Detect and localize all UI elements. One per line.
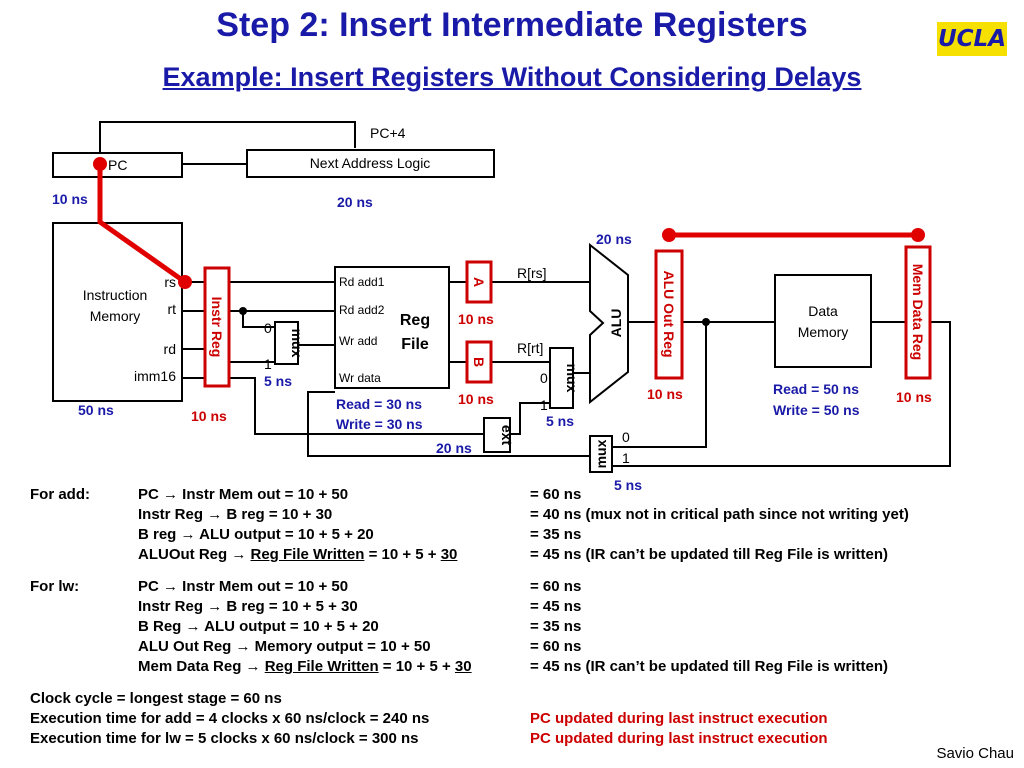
lw-line-5: Mem Data Reg → Reg File Written = 10 + 5… [138, 658, 472, 675]
delay-alu: 20 ns [596, 231, 632, 247]
lw-line-1: PC → Instr Mem out = 10 + 50 [138, 578, 349, 595]
reg-a-label: A [471, 277, 487, 287]
lw-result-1: = 60 ns [530, 578, 582, 595]
delay-dm-read: Read = 50 ns [773, 381, 859, 397]
lw-result-4: = 60 ns [530, 638, 582, 655]
clock-cycle: Clock cycle = longest stage = 60 ns [30, 690, 282, 707]
delay-a: 10 ns [458, 311, 494, 327]
exec-time-add: Execution time for add = 4 clocks x 60 n… [30, 710, 430, 727]
add-result-2: = 40 ns (mux not in critical path since … [530, 506, 909, 523]
page-title: Step 2: Insert Intermediate Registers [216, 6, 808, 44]
next-address-logic: Next Address Logic [310, 155, 431, 171]
data-mem-label-2: Memory [798, 324, 849, 340]
lw-line-4: ALU Out Reg → Memory output = 10 + 50 [138, 638, 431, 655]
r-rs-label: R[rs] [517, 265, 547, 281]
lw-result-3: = 35 ns [530, 618, 582, 635]
instr-mem-label-2: Memory [90, 308, 141, 324]
add-label: For add: [30, 486, 90, 503]
lw-label: For lw: [30, 578, 80, 595]
mux1-label: mux [289, 329, 305, 358]
exec-time-lw: Execution time for lw = 5 clocks x 60 ns… [30, 730, 419, 747]
lw-result-5: = 45 ns (IR can’t be updated till Reg Fi… [530, 658, 888, 675]
lw-line-2: Instr Reg → B reg = 10 + 5 + 30 [138, 598, 358, 615]
pc-note-add: PC updated during last instruct executio… [530, 710, 828, 727]
reg-file-label-1: Reg [400, 312, 430, 329]
add-line-2: Instr Reg → B reg = 10 + 30 [138, 506, 333, 523]
delay-pc: 10 ns [52, 191, 88, 207]
mux2-label: mux [564, 364, 580, 393]
field-rd: rd [164, 341, 176, 357]
delay-mux2: 5 ns [546, 413, 574, 429]
ext-label: ext [499, 425, 515, 446]
rf-port-rd-add1: Rd add1 [339, 275, 385, 289]
field-rs: rs [164, 274, 176, 290]
ucla-logo: UCLA [937, 22, 1007, 56]
datapath-diagram: PC PC+4 Next Address Logic Instruction M… [52, 121, 951, 493]
author-credit: Savio Chau [936, 745, 1014, 762]
add-result-4: = 45 ns (IR can’t be updated till Reg Fi… [530, 546, 888, 563]
instr-mem-label-1: Instruction [83, 287, 148, 303]
mux3-in0: 0 [622, 429, 630, 445]
delay-mux1: 5 ns [264, 373, 292, 389]
delay-b: 10 ns [458, 391, 494, 407]
delay-next-addr: 20 ns [337, 194, 373, 210]
mux1-in0: 0 [264, 320, 272, 336]
add-result-1: = 60 ns [530, 486, 582, 503]
add-line-4: ALUOut Reg → Reg File Written = 10 + 5 +… [138, 546, 458, 563]
rf-port-wr-data: Wr data [339, 371, 381, 385]
mux1-in1: 1 [264, 356, 272, 372]
reg-file-label-2: File [401, 336, 429, 353]
delay-rf-read: Read = 30 ns [336, 396, 422, 412]
instr-reg-label: Instr Reg [209, 297, 225, 358]
mux3-label: mux [593, 439, 609, 468]
mux2-in0: 0 [540, 370, 548, 386]
delay-mux3: 5 ns [614, 477, 642, 493]
add-line-1: PC → Instr Mem out = 10 + 50 [138, 486, 349, 503]
add-line-3: B reg → ALU output = 10 + 5 + 20 [138, 526, 374, 543]
r-rt-label: R[rt] [517, 340, 543, 356]
alu-out-reg-label: ALU Out Reg [661, 270, 677, 357]
pc-label: PC [108, 157, 127, 173]
delay-mdr: 10 ns [896, 389, 932, 405]
lw-result-2: = 45 ns [530, 598, 582, 615]
field-rt: rt [167, 301, 176, 317]
delay-aluout: 10 ns [647, 386, 683, 402]
page-subtitle: Example: Insert Registers Without Consid… [162, 62, 862, 92]
delay-imem: 50 ns [78, 402, 114, 418]
data-mem-label-1: Data [808, 303, 838, 319]
delay-ext: 20 ns [436, 440, 472, 456]
mux3-in1: 1 [622, 450, 630, 466]
rf-port-wr-add: Wr add [339, 334, 377, 348]
delay-rf-write: Write = 30 ns [336, 416, 423, 432]
mux2-in1: 1 [540, 397, 548, 413]
delay-ir: 10 ns [191, 408, 227, 424]
rf-port-rd-add2: Rd add2 [339, 303, 385, 317]
delay-dm-write: Write = 50 ns [773, 402, 860, 418]
lw-line-3: B Reg → ALU output = 10 + 5 + 20 [138, 618, 379, 635]
pc-note-lw: PC updated during last instruct executio… [530, 730, 828, 747]
field-imm16: imm16 [134, 368, 176, 384]
add-result-3: = 35 ns [530, 526, 582, 543]
reg-b-label: B [471, 357, 487, 367]
mem-data-reg-label: Mem Data Reg [910, 264, 926, 360]
pc-plus4-label: PC+4 [370, 125, 406, 141]
alu-label: ALU [608, 309, 624, 338]
